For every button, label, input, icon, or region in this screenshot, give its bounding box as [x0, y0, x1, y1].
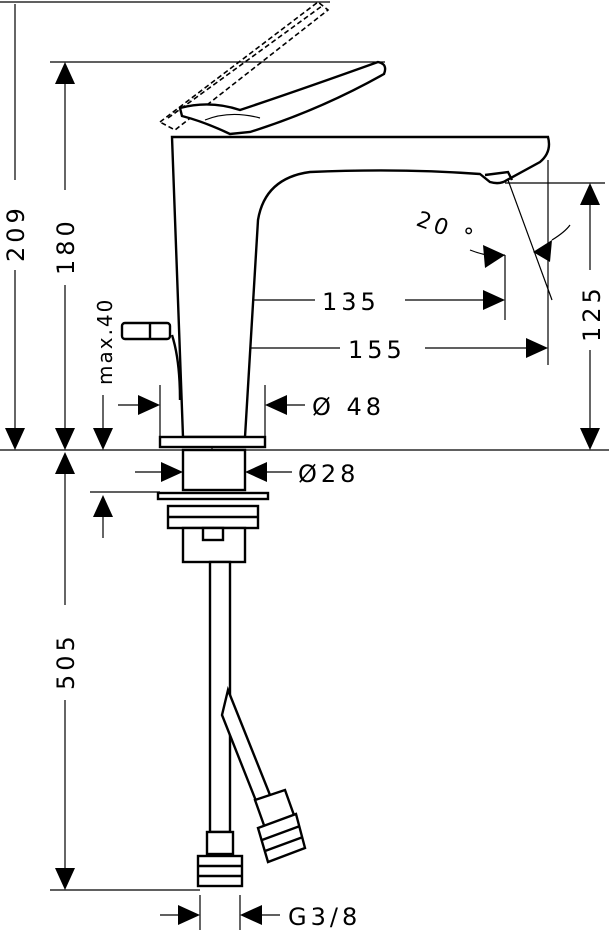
- dim-180: 180: [52, 62, 80, 450]
- dim-155: 155: [213, 336, 548, 364]
- mounting-assembly: [156, 448, 270, 564]
- dim-209: 209: [2, 4, 30, 450]
- dim-d28: Ø28: [135, 460, 359, 488]
- dim-125: 125: [578, 183, 606, 450]
- dim-180-label: 180: [52, 217, 80, 275]
- lever-handle: [178, 60, 387, 136]
- dim-d28-label: Ø28: [298, 460, 359, 488]
- dim-135: 135: [213, 288, 505, 316]
- dim-g38-label: G3/8: [288, 903, 361, 931]
- dim-20-label: 20 °: [413, 207, 480, 252]
- dim-505: 505: [52, 452, 80, 890]
- dim-505-label: 505: [52, 632, 80, 690]
- dim-155-label: 155: [348, 336, 406, 364]
- dim-135-label: 135: [322, 288, 380, 316]
- dim-max40-label: max.40: [93, 298, 117, 385]
- supply-pipe: [196, 560, 244, 888]
- dim-209-label: 209: [2, 204, 30, 262]
- pop-up-rod: [120, 321, 182, 401]
- dim-20-degrees: 20 °: [413, 207, 571, 268]
- faucet-body: [170, 135, 551, 439]
- flex-hose: [220, 686, 307, 864]
- dim-d48: Ø 48: [118, 393, 385, 421]
- dim-125-label: 125: [578, 284, 606, 342]
- dim-max40: max.40: [93, 298, 117, 538]
- lever-open-position: [158, 0, 330, 131]
- dim-g38: G3/8: [160, 903, 361, 931]
- base-plate: [158, 435, 267, 449]
- dim-d48-label: Ø 48: [312, 393, 385, 421]
